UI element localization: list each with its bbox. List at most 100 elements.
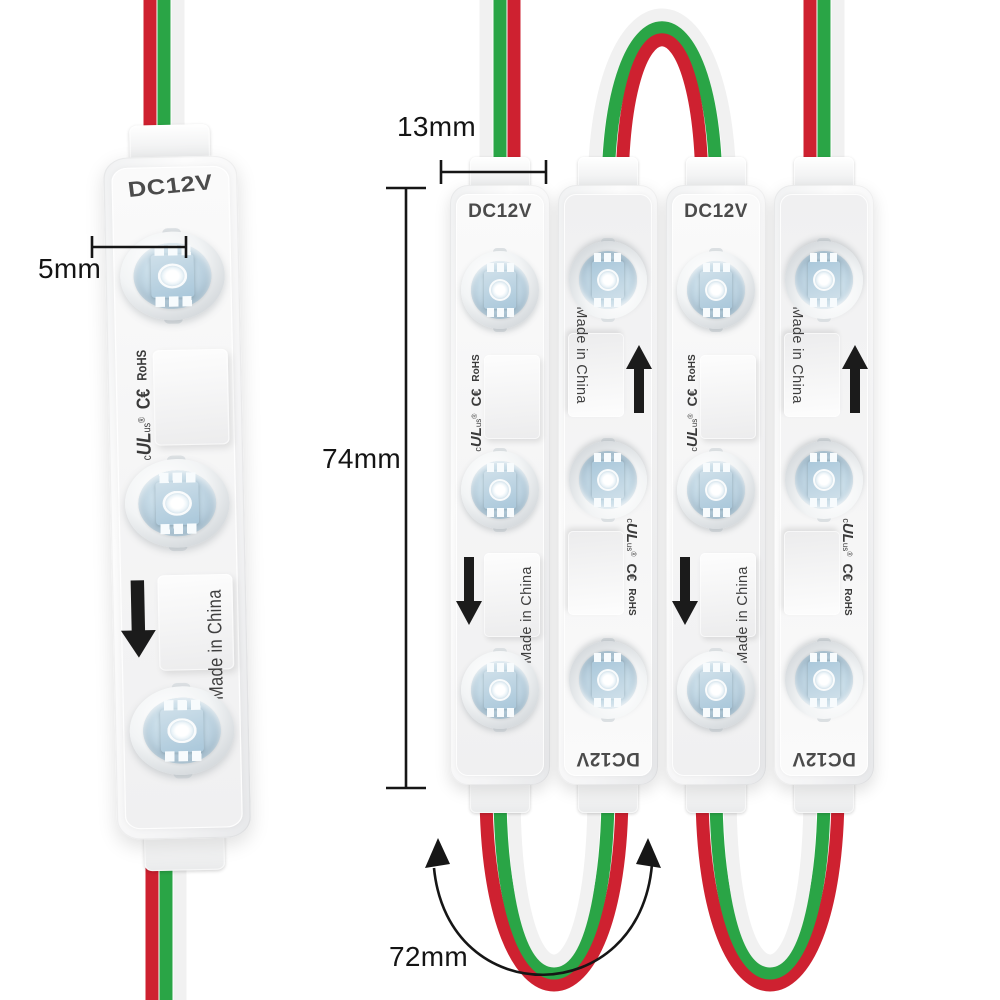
smd5050-chip-icon [592,261,624,299]
smd5050-chip-icon [160,708,204,753]
led-dome [795,651,853,709]
wire-loop-bottom-2 [695,789,845,992]
led-dome [471,461,529,519]
led-ring [677,251,755,329]
led-die-icon [705,279,727,301]
led-lens-3 [128,682,236,779]
led-die-icon [597,469,619,491]
led-ring [677,451,755,529]
rohs-certification-icon: RoHS [134,349,150,381]
smd5050-chip-icon [808,261,840,299]
dimension-label-72mm: 72mm [389,941,468,972]
ce-certification-icon: C€ [840,563,856,582]
smd5050-chip-icon [808,661,840,699]
smd5050-chip-icon [592,461,624,499]
voltage-label: DC12V [684,201,748,222]
led-die-icon [167,717,198,744]
led-lens-3 [569,238,647,322]
rohs-certification-icon: RoHS [470,354,482,382]
led-lens-2 [569,438,647,522]
direction-arrow-icon [626,343,652,413]
mounting-tab [700,355,756,439]
led-lens-3 [461,648,539,732]
led-ring [128,685,236,777]
direction-arrow-icon [456,557,482,627]
mounting-tab [784,531,840,615]
led-dome [579,651,637,709]
ce-certification-icon: C€ [624,563,640,582]
led-die-icon [705,679,727,701]
smd5050-chip-icon [155,481,200,526]
mounting-tab [700,553,756,637]
led-dome [579,451,637,509]
smd5050-chip-icon [808,461,840,499]
smd5050-chip-icon [484,463,516,517]
led-module-2: DC12V cULus® C€ RoHS [558,157,658,813]
led-die-icon [813,269,835,291]
led-die-icon [489,679,511,701]
rohs-certification-icon: RoHS [686,354,698,382]
smd5050-chip-icon [484,663,516,717]
ul-certification-icon: cULus® [623,518,641,557]
led-lens-1 [677,248,755,332]
led-dome [471,661,529,719]
led-dome [142,696,222,765]
dimension-label-13mm: 13mm [397,111,476,142]
led-ring [461,651,539,729]
ce-certification-icon: C€ [468,388,484,407]
led-module-single: DC12V cULus® C€ RoHS [103,123,252,872]
led-die-icon [597,669,619,691]
led-lens-3 [785,238,863,322]
ul-certification-icon: cULus® [132,416,156,461]
led-dome [579,251,637,309]
led-lens-1 [119,228,226,324]
led-module-4: DC12V cULus® C€ RoHS [774,157,874,813]
smd5050-chip-icon [592,661,624,699]
led-die-icon [489,279,511,301]
mounting-tab [484,355,540,439]
led-ring [461,251,539,329]
led-die-icon [157,263,188,289]
led-lens-2 [461,448,539,532]
smd5050-chip-icon [700,263,732,317]
led-ring [569,241,647,319]
led-die-icon [162,490,193,517]
led-lens-2 [677,448,755,532]
led-dome [795,251,853,309]
smd5050-chip-icon [700,663,732,717]
led-lens-1 [461,248,539,332]
rohs-certification-icon: RoHS [842,588,854,616]
voltage-label: DC12V [792,748,856,769]
smd5050-chip-icon [150,253,195,299]
led-ring [785,241,863,319]
led-dome [687,261,745,319]
mounting-tab [152,348,230,446]
led-dome [687,661,745,719]
led-die-icon [813,669,835,691]
led-ring [461,451,539,529]
direction-arrow-icon [120,580,157,660]
led-die-icon [813,469,835,491]
led-lens-2 [124,455,231,552]
led-dome [471,261,529,319]
ul-certification-icon: cULus® [839,518,857,557]
led-dome [132,242,213,310]
led-ring [785,641,863,719]
led-ring [569,641,647,719]
voltage-label: DC12V [576,748,640,769]
ul-certification-icon: cULus® [467,413,485,452]
led-ring [677,651,755,729]
ce-certification-icon: C€ [131,388,154,410]
led-die-icon [705,479,727,501]
rohs-certification-icon: RoHS [626,588,638,616]
led-lens-2 [785,438,863,522]
led-lens-1 [569,638,647,722]
direction-arrow-icon [842,343,868,413]
dimension-label-5mm: 5mm [38,253,102,284]
led-module-3: DC12V cULus® C€ RoHS [666,157,766,813]
led-ring [785,441,863,519]
voltage-label: DC12V [468,201,532,222]
led-lens-1 [785,638,863,722]
led-lens-3 [677,648,755,732]
led-dome [137,469,217,538]
